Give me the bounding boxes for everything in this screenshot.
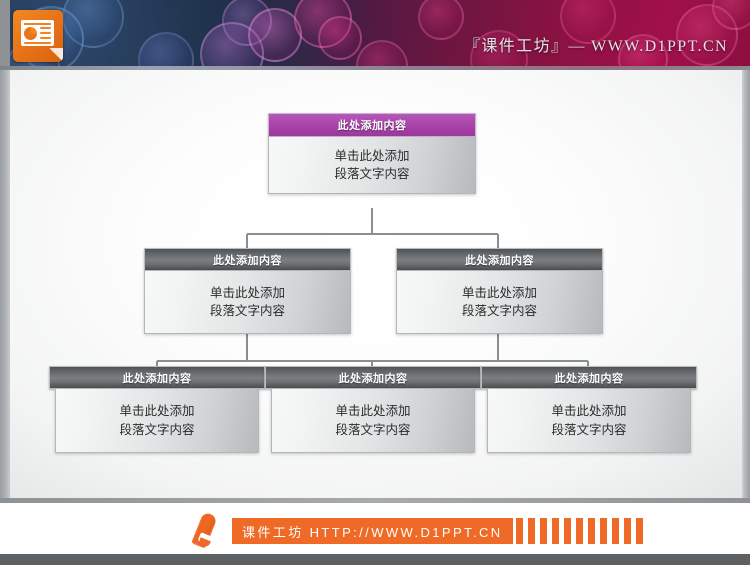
org-node-level3-2[interactable]: 此处添加内容 单击此处添加 段落文字内容 (265, 366, 481, 453)
bokeh-circle (138, 32, 194, 70)
bokeh-circle (712, 0, 750, 30)
footer-url-banner[interactable]: 课件工坊 HTTP://WWW.D1PPT.CN (232, 518, 513, 544)
org-node-body: 单击此处添加 段落文字内容 (271, 389, 475, 453)
pencil-icon (190, 511, 224, 550)
org-node-header: 此处添加内容 (396, 248, 603, 271)
header-left-edge (0, 0, 10, 70)
org-node-body: 单击此处添加 段落文字内容 (487, 389, 691, 453)
header-banner: 『课件工坊』— WWW.D1PPT.CN (0, 0, 750, 70)
org-node-body-text: 单击此处添加 段落文字内容 (209, 285, 285, 318)
org-node-level2-right[interactable]: 此处添加内容 单击此处添加 段落文字内容 (396, 248, 603, 334)
org-node-body-text: 单击此处添加 段落文字内容 (461, 285, 537, 318)
footer-bar: 课件工坊 HTTP://WWW.D1PPT.CN (0, 498, 750, 565)
slide-body: 此处添加内容 单击此处添加 段落文字内容 此处添加内容 单击此处添加 段落文字内… (0, 70, 750, 498)
header-bottom-edge (0, 66, 750, 70)
org-node-body-text: 单击此处添加 段落文字内容 (551, 404, 627, 437)
org-node-body: 单击此处添加 段落文字内容 (144, 271, 351, 334)
footer-bottom-edge (0, 554, 750, 565)
footer-decorative-bars (504, 518, 643, 544)
body-right-edge (742, 70, 750, 498)
org-node-body-text: 单击此处添加 段落文字内容 (335, 404, 411, 437)
org-node-body: 单击此处添加 段落文字内容 (268, 137, 476, 194)
org-node-body: 单击此处添加 段落文字内容 (396, 271, 603, 334)
header-caption: 『课件工坊』— WWW.D1PPT.CN (463, 38, 728, 55)
footer-url-text: 课件工坊 HTTP://WWW.D1PPT.CN (242, 524, 503, 540)
bokeh-circle (200, 22, 264, 70)
org-node-level2-left[interactable]: 此处添加内容 单击此处添加 段落文字内容 (144, 248, 351, 334)
org-node-header: 此处添加内容 (144, 248, 351, 271)
org-node-header: 此处添加内容 (49, 366, 265, 389)
connector-lines (156, 208, 589, 367)
bokeh-circle (318, 16, 362, 60)
org-node-body: 单击此处添加 段落文字内容 (55, 389, 259, 453)
footer-top-divider (0, 498, 750, 503)
bokeh-circle (222, 0, 272, 46)
org-node-header: 此处添加内容 (481, 366, 697, 389)
org-node-header: 此处添加内容 (265, 366, 481, 389)
bokeh-circle (62, 0, 124, 48)
bokeh-circle (418, 0, 464, 40)
org-node-level1[interactable]: 此处添加内容 单击此处添加 段落文字内容 (268, 113, 476, 194)
org-node-level3-1[interactable]: 此处添加内容 单击此处添加 段落文字内容 (49, 366, 265, 453)
org-node-body-text: 单击此处添加 段落文字内容 (119, 404, 195, 437)
powerpoint-icon (13, 10, 63, 62)
org-node-body-text: 单击此处添加 段落文字内容 (334, 148, 410, 181)
bokeh-circle (248, 8, 302, 62)
bokeh-circle (294, 0, 352, 48)
org-node-level3-3[interactable]: 此处添加内容 单击此处添加 段落文字内容 (481, 366, 697, 453)
body-left-edge (0, 70, 10, 498)
org-node-header: 此处添加内容 (268, 113, 476, 137)
